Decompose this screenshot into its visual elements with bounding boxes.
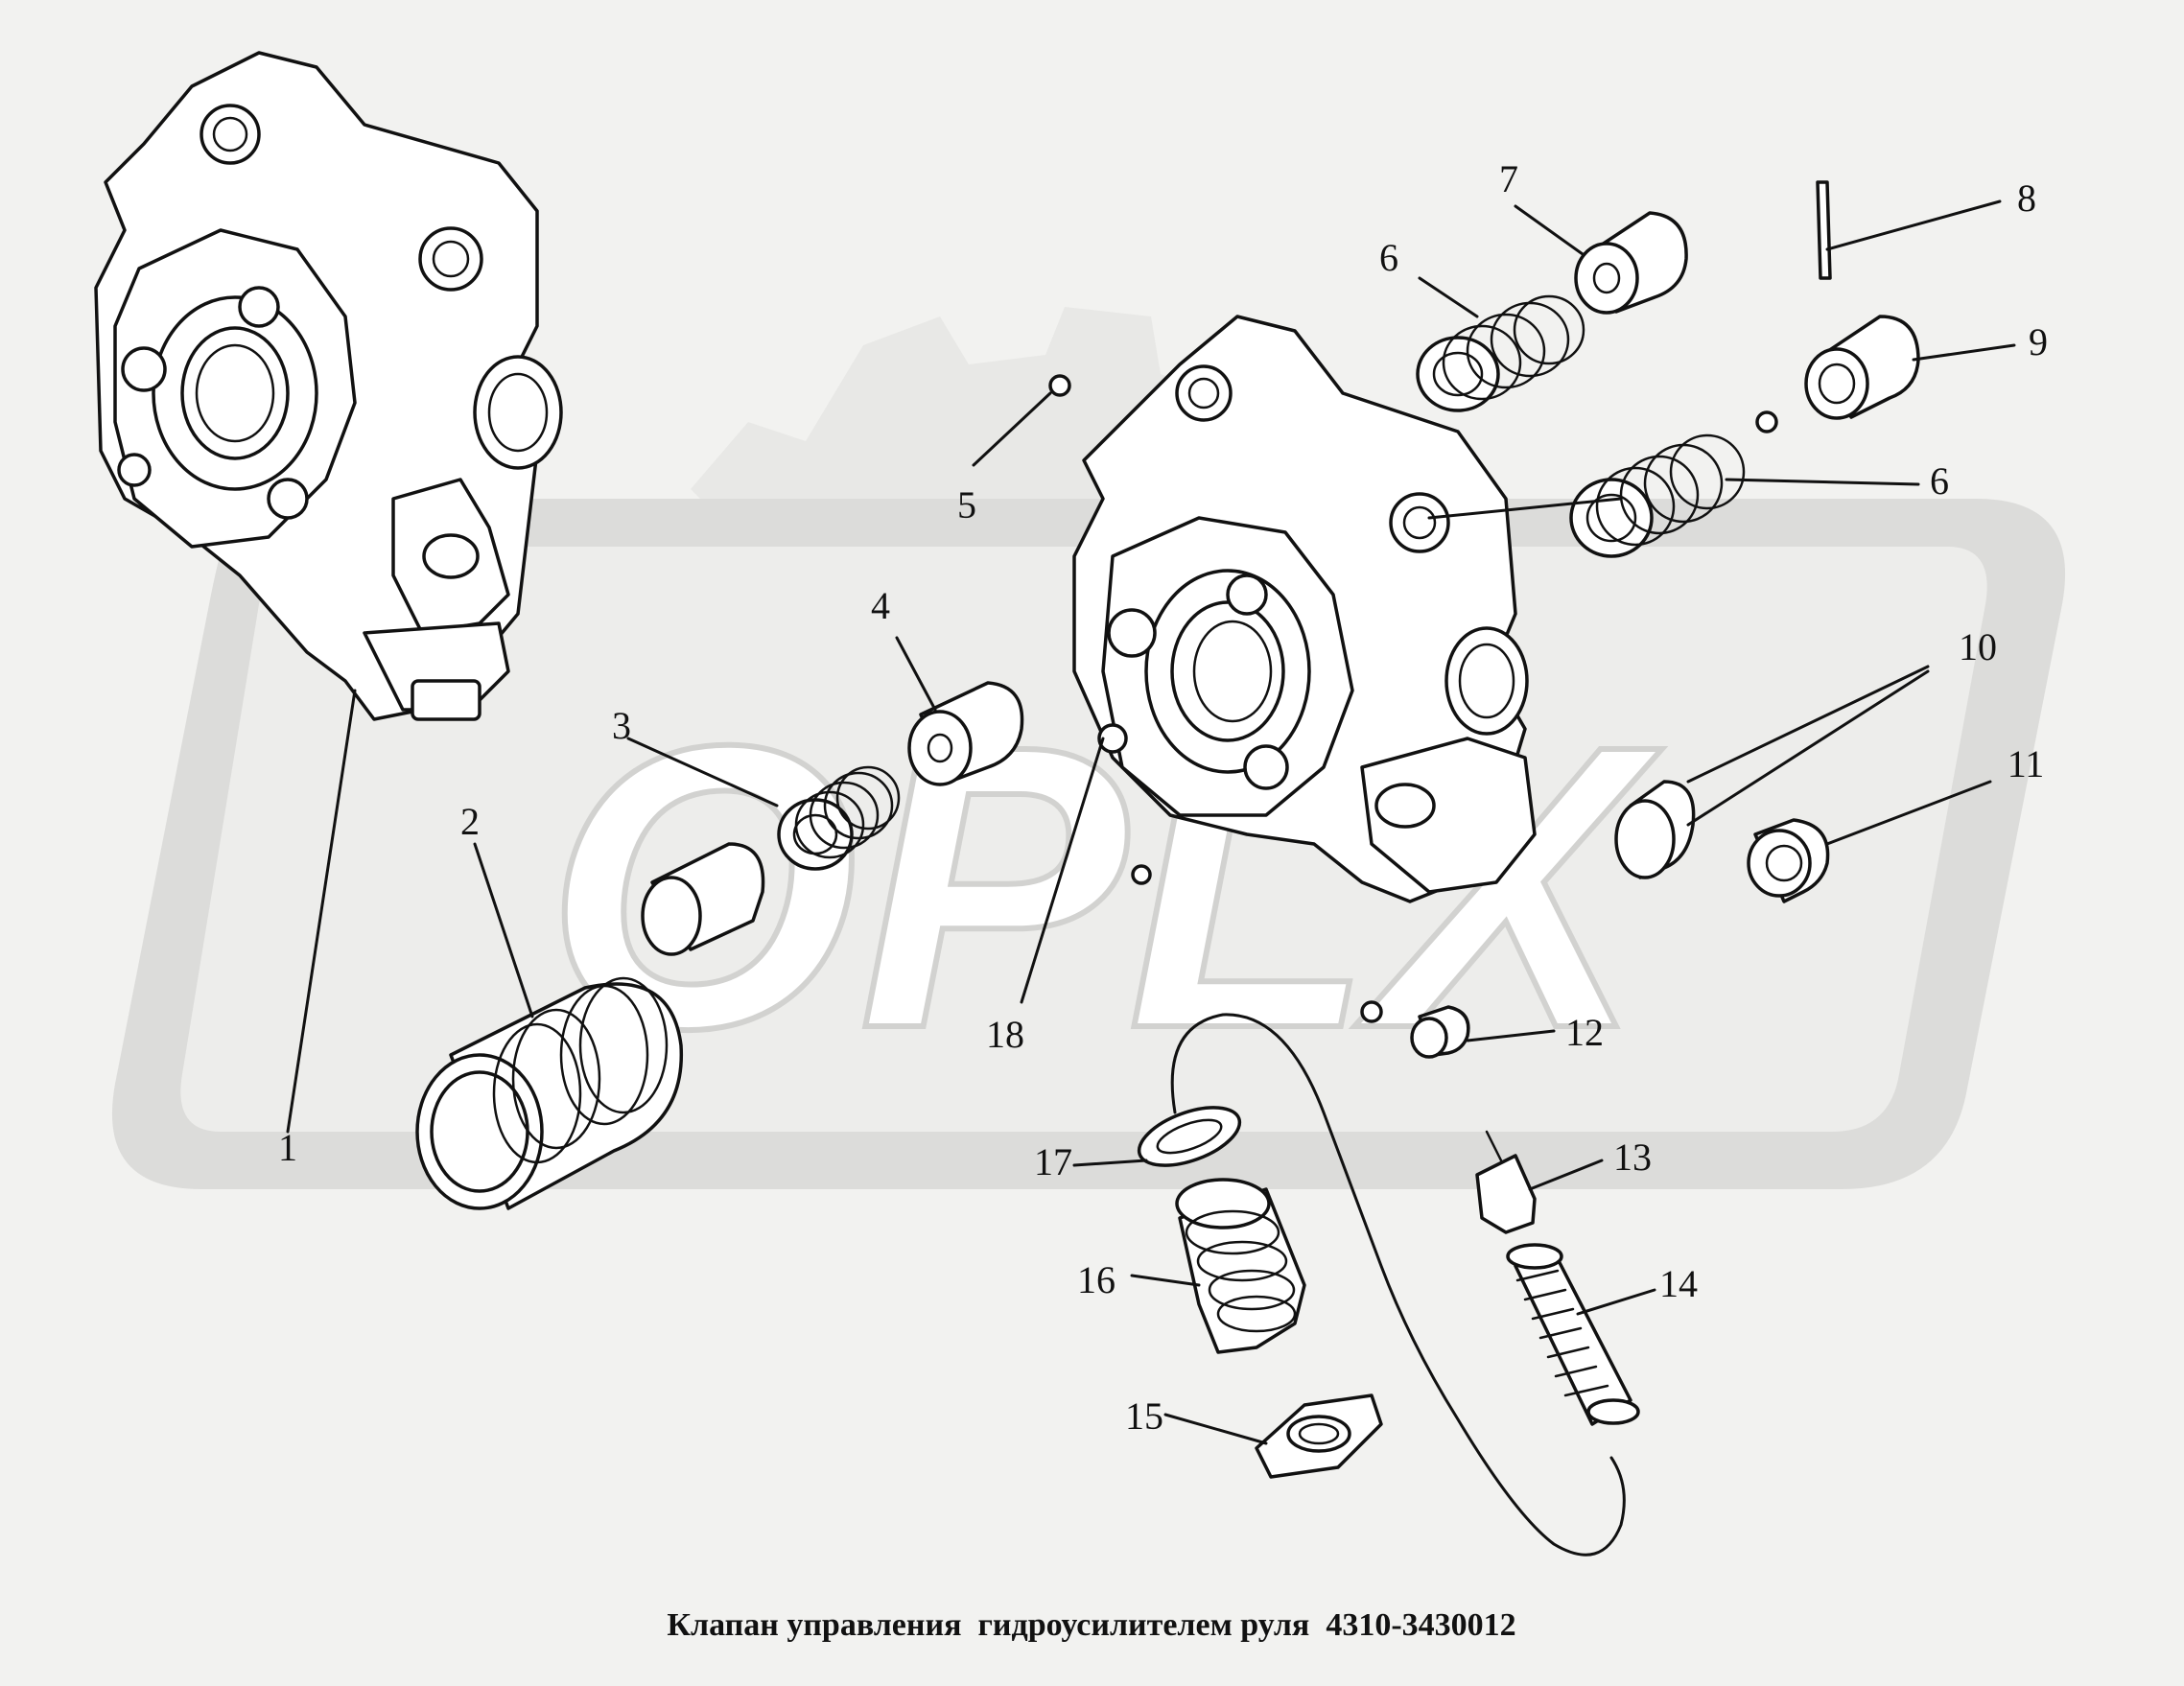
callout-16: 16 xyxy=(1077,1258,1115,1301)
part-housing-left xyxy=(94,51,563,721)
callout-13: 13 xyxy=(1613,1136,1652,1179)
part-cap-10 xyxy=(1614,780,1696,879)
callout-2: 2 xyxy=(460,800,480,843)
callout-17: 17 xyxy=(1034,1140,1072,1183)
callout-11: 11 xyxy=(2008,742,2045,785)
part-bushing-12 xyxy=(1410,1005,1470,1059)
part-bushing-7 xyxy=(1574,211,1688,315)
part-spring-6a xyxy=(1416,294,1585,412)
part-fitting-16 xyxy=(1175,1178,1306,1354)
callout-8: 8 xyxy=(2017,176,2036,220)
part-pin-8 xyxy=(1816,180,1832,280)
callout-12: 12 xyxy=(1565,1011,1604,1054)
part-plunger xyxy=(641,842,765,956)
callout-15: 15 xyxy=(1125,1394,1163,1438)
callout-6-upper: 6 xyxy=(1379,236,1398,279)
callout-4: 4 xyxy=(871,584,890,627)
callout-3: 3 xyxy=(612,704,631,747)
callout-9: 9 xyxy=(2029,320,2048,363)
callout-14: 14 xyxy=(1659,1262,1698,1305)
callout-18: 18 xyxy=(986,1013,1024,1056)
diagram-caption: Клапан управления гидроусилителем руля 4… xyxy=(667,1607,1515,1643)
part-ball-18 xyxy=(1131,864,1152,885)
part-bushing-4 xyxy=(907,681,1024,786)
part-spring-6b xyxy=(1569,433,1746,558)
part-sleeve xyxy=(415,976,684,1210)
leader-lines xyxy=(286,199,2016,1445)
callout-1: 1 xyxy=(278,1126,297,1169)
part-ball-12 xyxy=(1360,1000,1383,1023)
callout-7: 7 xyxy=(1499,157,1518,200)
assembly-line xyxy=(1170,1013,1626,1557)
part-washer-17 xyxy=(1137,1106,1242,1167)
callout-5: 5 xyxy=(957,483,976,527)
callouts: 1 2 3 4 5 6 6 7 8 9 10 11 12 13 14 15 16… xyxy=(278,157,2048,1438)
part-nut-15 xyxy=(1255,1393,1383,1479)
part-bushing-9 xyxy=(1804,315,1920,420)
part-needle-13 xyxy=(1475,1130,1537,1234)
part-spring-14 xyxy=(1506,1243,1640,1426)
part-housing-centre xyxy=(1072,315,1537,903)
part-ball-5 xyxy=(1048,374,1071,397)
part-ball-9 xyxy=(1755,410,1778,433)
callout-10: 10 xyxy=(1959,625,1997,668)
part-spring-3 xyxy=(777,765,901,871)
callout-6-lower: 6 xyxy=(1930,459,1949,503)
part-cap-11 xyxy=(1747,818,1830,903)
